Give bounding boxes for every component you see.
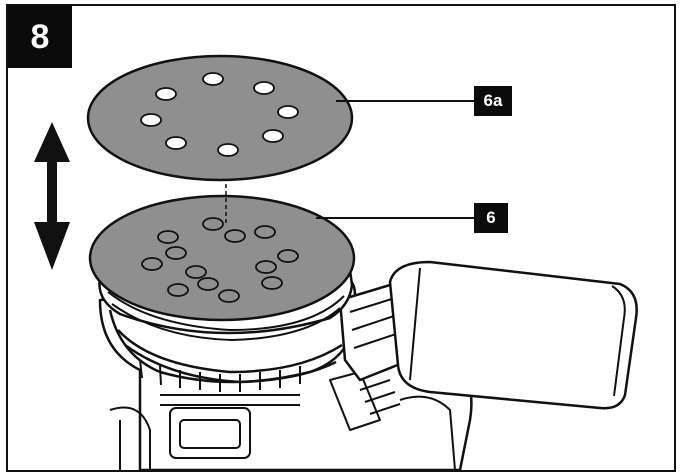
callout-label-6a: 6a — [474, 86, 512, 116]
pad-6-holes — [141, 217, 299, 303]
up-down-arrow-icon — [34, 122, 70, 270]
figure-number-badge: 8 — [8, 6, 72, 68]
sanding-disc-6a — [86, 54, 354, 182]
disc-6a-holes — [140, 72, 299, 157]
sanding-pad-6 — [88, 194, 356, 342]
callout-label-6: 6 — [474, 203, 508, 233]
